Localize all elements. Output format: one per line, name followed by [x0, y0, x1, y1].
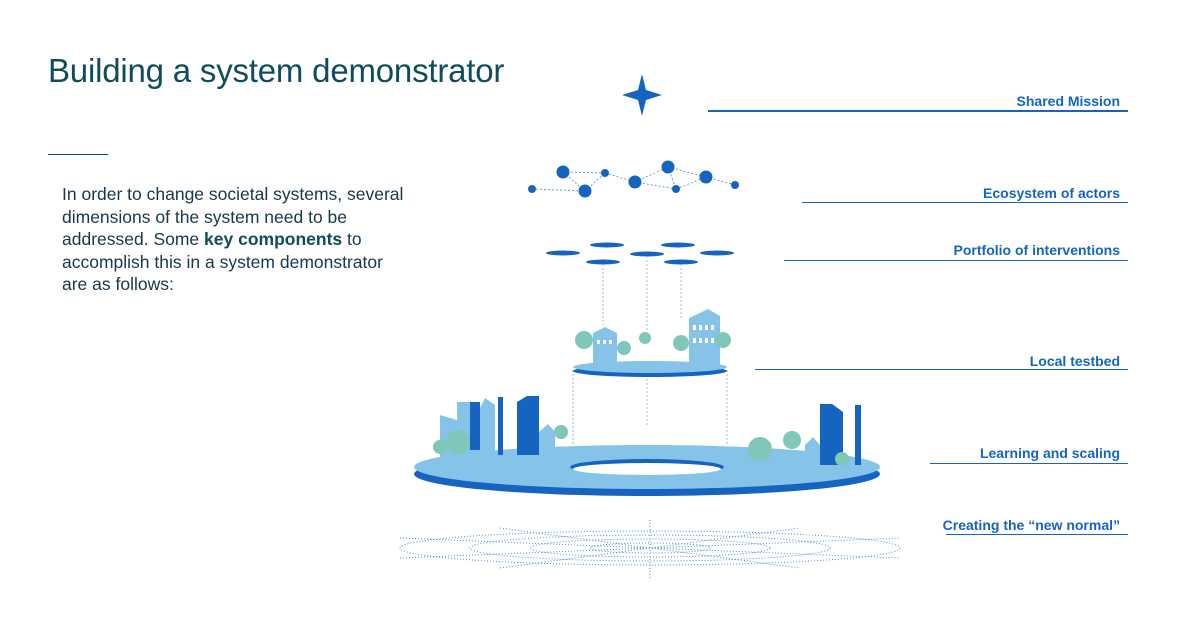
page-title: Building a system demonstrator	[48, 52, 505, 89]
leader-line	[755, 369, 1128, 370]
label-local-testbed: Local testbed	[1029, 353, 1120, 369]
dotted-ripples	[399, 520, 901, 580]
discs-icon	[546, 242, 734, 445]
leader-line	[802, 202, 1128, 203]
leader-line	[708, 110, 1128, 112]
intro-paragraph: In order to change societal systems, sev…	[62, 183, 412, 296]
large-city-ring	[414, 396, 880, 496]
leader-line	[946, 534, 1128, 535]
small-city-platform	[573, 309, 731, 377]
leader-line	[930, 463, 1128, 464]
leader-line	[784, 260, 1128, 261]
star-icon	[622, 74, 662, 116]
intro-text: In order to change societal systems, sev…	[62, 184, 404, 249]
label-learning-scaling: Learning and scaling	[979, 445, 1120, 461]
network-icon	[528, 160, 739, 198]
title-divider	[48, 154, 108, 155]
label-shared-mission: Shared Mission	[1016, 93, 1120, 109]
label-portfolio: Portfolio of interventions	[953, 242, 1120, 258]
label-ecosystem: Ecosystem of actors	[983, 185, 1120, 201]
label-new-normal: Creating the “new normal”	[942, 517, 1120, 533]
intro-bold-text: key components	[204, 229, 343, 249]
intro-text-end: to accomplish this in a system demonstra…	[62, 229, 383, 294]
